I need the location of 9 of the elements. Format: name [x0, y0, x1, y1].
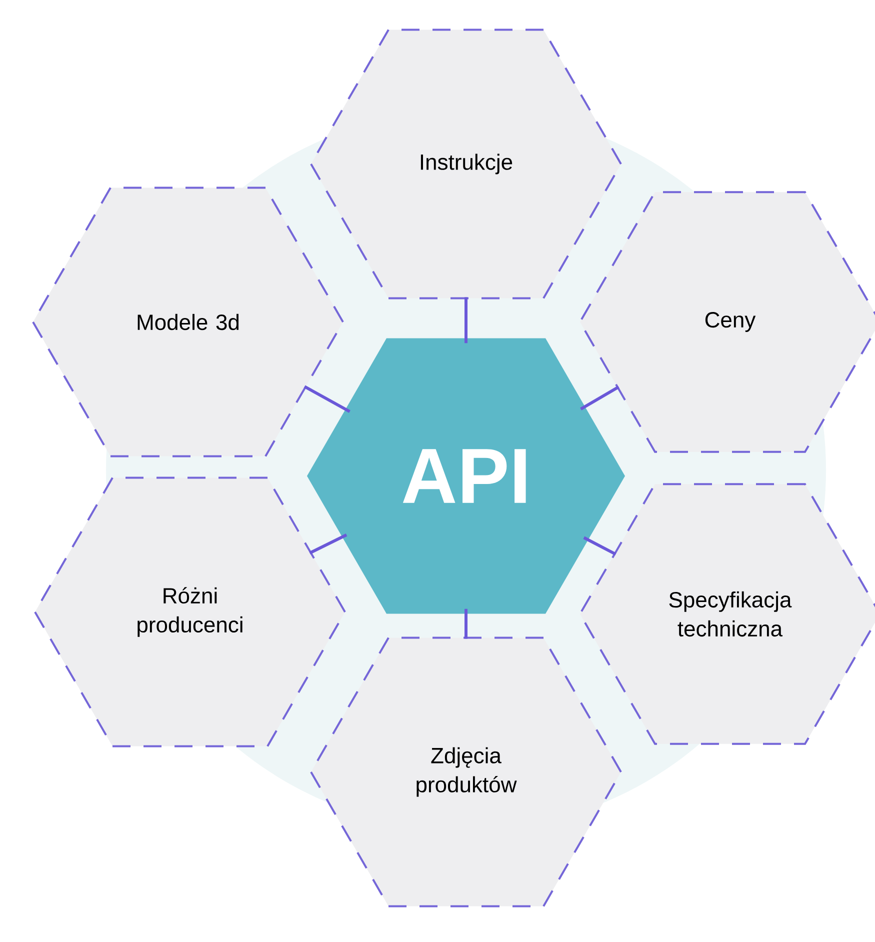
connector-line — [304, 385, 350, 413]
connector-line — [464, 608, 468, 639]
hexagon-box: Specyfikacja techniczna — [578, 483, 875, 745]
connector-line — [309, 534, 348, 554]
connector-line — [583, 536, 616, 556]
center-hexagon: API — [307, 338, 625, 614]
connector-line — [464, 297, 468, 344]
connector-line — [580, 386, 620, 410]
hexagon-box: Ceny — [578, 191, 875, 453]
